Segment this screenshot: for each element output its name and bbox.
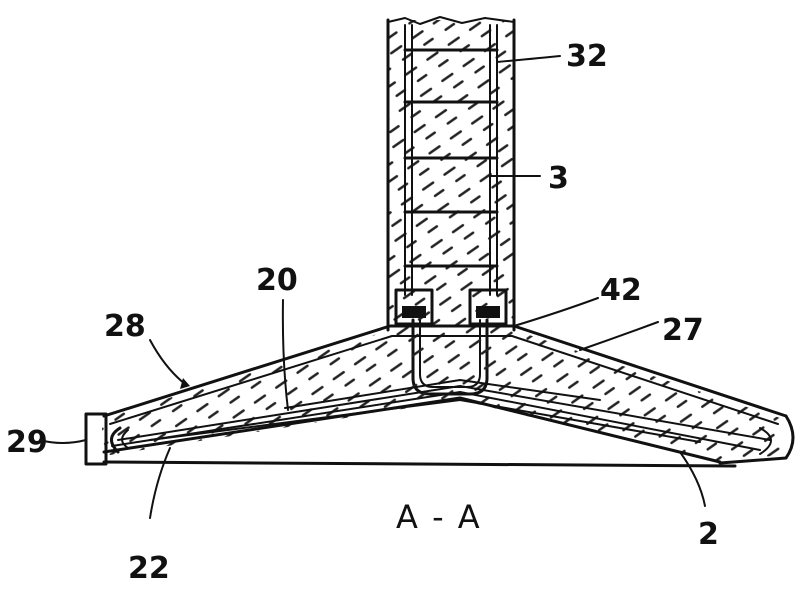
ref-label-32: 32 <box>566 39 608 74</box>
ref-label-29: 29 <box>6 425 48 460</box>
section-label: A - A <box>396 498 482 536</box>
ref-label-42: 42 <box>600 273 642 308</box>
ref-label-28: 28 <box>104 309 146 344</box>
ref-label-20: 20 <box>256 263 298 298</box>
ref-label-22: 22 <box>128 551 170 586</box>
ref-label-3: 3 <box>548 161 569 196</box>
base-slab <box>102 324 795 468</box>
leader-lines <box>39 55 706 519</box>
ref-label-2: 2 <box>698 517 719 552</box>
ref-label-27: 27 <box>662 313 704 348</box>
reinforcement-rungs <box>403 48 499 268</box>
end-cap <box>84 412 108 466</box>
